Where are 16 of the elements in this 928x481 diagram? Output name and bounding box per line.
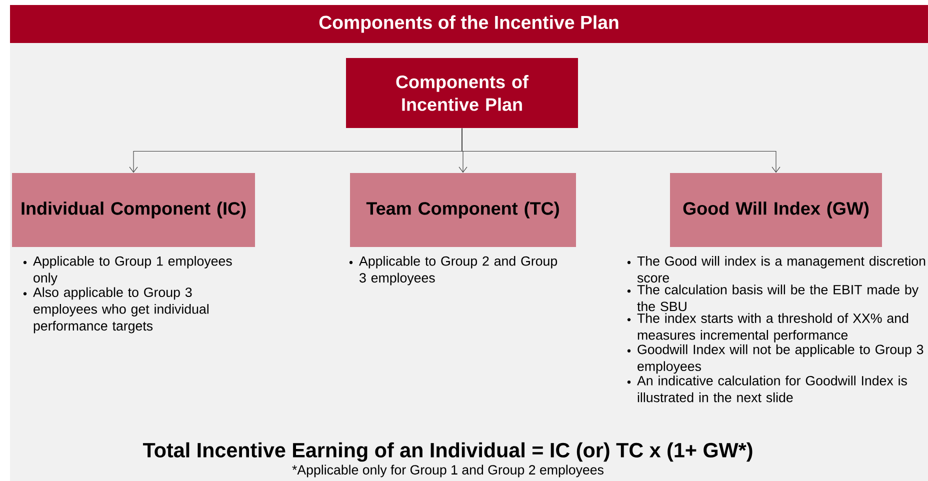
bullet-text: The Good will index is a management discretion score xyxy=(637,256,926,283)
bullet-text: Goodwill Index will not be applicable to Group 3 employees xyxy=(638,344,924,374)
bullet-text: The index starts with a threshold of XX% and measures incremental performance xyxy=(637,313,908,342)
root-box: Components of Incentive Plan xyxy=(346,58,578,128)
component-box: Individual Component (IC) xyxy=(12,173,255,247)
bullet-text: Also applicable to Group 3 employees who get individual performance targets xyxy=(33,287,208,334)
title-banner: Components of the Incentive Plan xyxy=(10,5,928,43)
component-box: Team Component (TC) xyxy=(350,173,576,247)
bullet-text: The calculation basis will be the EBIT made by the SBU xyxy=(637,284,919,312)
component-box: Good Will Index (GW) xyxy=(670,173,882,247)
bullet-text: Applicable to Group 1 employees only xyxy=(33,256,232,286)
formula-text: Total Incentive Earning of an Individual = IC (or) TC x (1+ GW*) xyxy=(143,442,752,462)
bullet-text: Applicable to Group 2 and Group 3 employees xyxy=(359,256,558,286)
arrow xyxy=(462,128,780,173)
bullet-text: An indicative calculation for Goodwill Index is illustrated in the next slide xyxy=(637,376,907,402)
footnote-text: *Applicable only for Group 1 and Group 2 employees xyxy=(292,464,604,478)
